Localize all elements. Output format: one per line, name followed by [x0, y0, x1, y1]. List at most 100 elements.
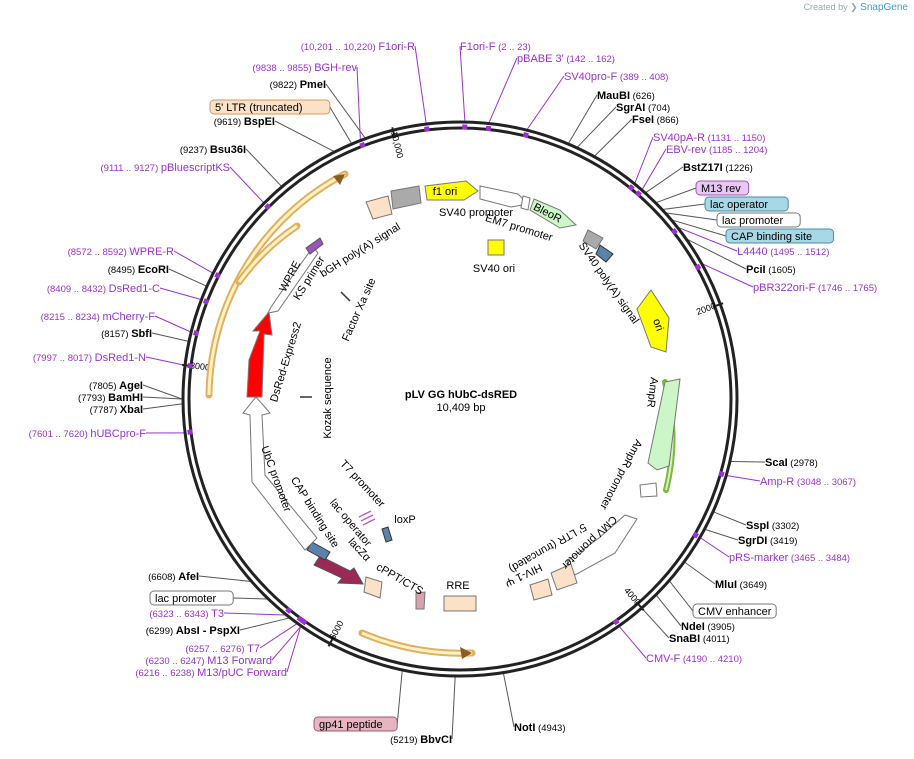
primer-label: SV40pA-R (1131 .. 1150): [653, 132, 765, 144]
leader-line: [396, 670, 403, 725]
enzyme-position: (5219): [390, 735, 420, 746]
inner-feature-label: RRE: [446, 580, 469, 592]
feature-lac-operator: [306, 541, 331, 561]
feature-hiv1-psi: [529, 578, 553, 601]
enzyme-position: (8495): [108, 265, 138, 276]
enzyme-label: (6608) AfeI: [148, 571, 199, 583]
primer-label: (9111 .. 9127) pBluescriptKS: [101, 162, 230, 174]
enzyme-name: BstZ17I: [683, 162, 723, 174]
feature-label-text: CAP binding site: [731, 231, 812, 243]
enzyme-label: ScaI (2978): [765, 457, 818, 469]
enzyme-label: (7793) BamHI: [78, 392, 143, 404]
enzyme-name: SgrDI: [738, 535, 767, 547]
orf-arc-left-small-inner: [237, 224, 298, 283]
primer-range: (10,201 .. 10,220): [301, 42, 379, 53]
enzyme-name: Bsu36I: [210, 144, 246, 156]
leader-line: [151, 332, 189, 342]
feature-loxp: [381, 526, 393, 543]
scale-tick-label: 6000: [327, 619, 345, 641]
primer-mark: [694, 263, 702, 271]
primer-label: pRS-marker (3465 .. 3484): [729, 552, 850, 564]
primer-range: (1131 .. 1150): [705, 133, 765, 144]
feature-label-box: [725, 228, 835, 244]
leader-line: [642, 608, 670, 639]
enzyme-label: (9822) PmeI: [270, 79, 326, 91]
enzyme-label: NotI (4943): [514, 722, 566, 734]
primer-mark: [264, 203, 272, 211]
primer-range: (1746 .. 1765): [815, 283, 877, 294]
feature-sv40-polya-marker: [595, 244, 614, 263]
primer-label: (7601 .. 7620) hUBCpro-F: [29, 428, 147, 440]
enzyme-position: (6299): [146, 626, 176, 637]
leader-line: [145, 356, 185, 366]
enzyme-position: (1605): [766, 265, 796, 276]
enzyme-position: (3905): [705, 622, 735, 633]
enzyme-label: (7805) AgeI: [89, 380, 143, 392]
primer-mark: [718, 470, 725, 478]
feature-label-text: M13 rev: [701, 183, 741, 195]
enzyme-position: (704): [645, 103, 670, 114]
leader-line: [329, 106, 352, 144]
primer-mark: [187, 363, 193, 369]
orf-arc-left-outer-inner: [207, 172, 346, 396]
primer-name: EBV-rev: [666, 144, 707, 156]
feature-label-text: gp41 peptide: [319, 719, 383, 731]
primer-name: SV40pA-R: [653, 132, 705, 144]
primer-mark: [670, 228, 678, 236]
enzyme-name: AgeI: [119, 380, 143, 392]
watermark-brand: SnapGene: [860, 2, 908, 13]
feature-ampr: [647, 378, 681, 471]
primer-label: pBR322ori-F (1746 .. 1765): [753, 282, 877, 294]
plasmid-length: 10,409 bp: [437, 402, 486, 414]
primer-name: pRS-marker: [729, 552, 789, 564]
leader-line: [356, 66, 361, 140]
leader-line: [223, 612, 286, 616]
primer-label: (6257 .. 6276) T7: [185, 643, 260, 655]
leader-line: [702, 263, 754, 288]
leader-line: [414, 45, 427, 124]
feature-label-box: [695, 180, 750, 196]
primer-name: WPRE-R: [129, 246, 174, 258]
primer-name: DsRed1-N: [95, 352, 146, 364]
inner-feature-label: f1 ori: [433, 186, 457, 198]
enzyme-position: (7787): [90, 405, 120, 416]
primer-range: (9111 .. 9127): [101, 163, 161, 174]
primer-range: (6323 .. 6343): [149, 609, 211, 620]
enzyme-position: (4943): [535, 723, 565, 734]
enzyme-label: (7787) XbaI: [90, 404, 143, 416]
feature-bleor: [529, 198, 578, 229]
enzyme-name: BamHI: [108, 392, 143, 404]
primer-mark: [424, 126, 430, 132]
primer-mark: [627, 184, 635, 192]
enzyme-label: BstZ17I (1226): [683, 162, 753, 174]
enzyme-label: SnaBI (4011): [669, 633, 730, 645]
enzyme-labels: MauBI (626)SgrAI (704)FseI (866)BstZ17I …: [78, 79, 818, 746]
leader-line: [502, 673, 515, 728]
enzyme-name: SbfI: [131, 328, 152, 340]
feature-label-text: 5' LTR (truncated): [215, 102, 302, 114]
primer-mark: [522, 132, 529, 139]
leader-line: [619, 626, 647, 659]
enzyme-name: PciI: [746, 264, 766, 276]
leader-line: [526, 75, 565, 130]
primer-mark: [359, 141, 366, 149]
enzyme-position: (9237): [180, 145, 210, 156]
feature-gp41-peptide: [415, 591, 426, 610]
primer-mark: [634, 190, 642, 198]
primer-name: F1ori-F: [460, 41, 496, 53]
primer-label: F1ori-F (2 .. 23): [460, 41, 531, 53]
inner-feature-label: loxP: [394, 514, 415, 526]
leader-line: [173, 250, 213, 274]
inner-feature-label: SV40 ori: [473, 263, 515, 275]
leader-line: [672, 219, 727, 237]
primer-label: (7997 .. 8017) DsRed1-N: [33, 352, 146, 364]
feature-ks-primer: [305, 237, 324, 255]
primer-range: (1185 .. 1204): [706, 145, 767, 156]
feature-ori: [636, 289, 670, 353]
inner-features: [242, 180, 681, 612]
primer-label: (6230 .. 6247) M13 Forward: [145, 655, 272, 667]
enzyme-position: (1226): [723, 163, 753, 174]
scale-tick-label: 8000: [189, 360, 210, 372]
leader-line: [245, 148, 282, 187]
enzyme-name: MauBI: [597, 90, 630, 102]
